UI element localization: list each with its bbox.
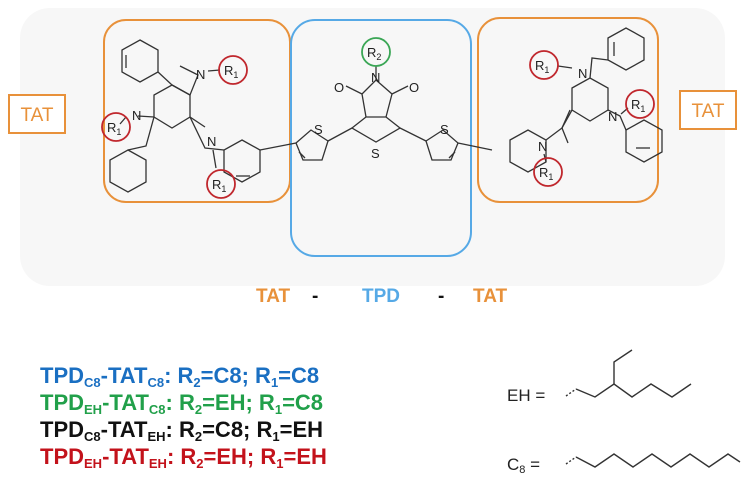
tat-left-label: TAT: [20, 105, 53, 126]
unit-caption: TAT - TPD - TAT: [0, 286, 745, 316]
r1-marker: R1: [206, 169, 236, 199]
caption-tat: TAT: [473, 286, 508, 307]
atom-n: N: [371, 70, 380, 85]
r1-marker: R1: [101, 112, 131, 142]
svg-text:R2: R2: [367, 45, 381, 62]
svg-text:R1: R1: [535, 58, 549, 75]
atom-o: O: [409, 80, 419, 95]
svg-text:R1: R1: [539, 165, 553, 182]
c8-chain: [565, 453, 741, 468]
atom-n: N: [207, 134, 216, 149]
atom-o: O: [334, 80, 344, 95]
tat-right-box: [679, 90, 737, 130]
r1-marker: R1: [218, 55, 248, 85]
caption-separator: -: [312, 286, 319, 307]
c8-label: C8 =: [507, 455, 541, 476]
atom-s: S: [371, 146, 380, 161]
atom-s: S: [440, 122, 449, 137]
eh-label: EH =: [507, 386, 546, 405]
svg-text:R1: R1: [631, 97, 645, 114]
compound-row: TPDEH-TATC8: R2=EH; R1=C8: [40, 390, 324, 417]
compound-list: TPDC8-TATC8: R2=C8; R1=C8 TPDEH-TATC8: R…: [40, 362, 327, 470]
molecule-diagram: TAT TAT N N N R1 R1: [8, 17, 737, 257]
thiophene-tpd-skeleton: [295, 66, 493, 161]
atom-n: N: [608, 109, 617, 124]
tpd-unit-box: [290, 19, 472, 257]
r1-marker: R1: [529, 50, 559, 80]
compound-row: TPDC8-TATC8: R2=C8; R1=C8: [40, 363, 320, 390]
r1-marker: R1: [533, 157, 563, 187]
caption-separator: -: [438, 286, 445, 307]
tat-left-box: [8, 94, 66, 134]
svg-text:R1: R1: [212, 177, 226, 194]
atom-n: N: [132, 108, 141, 123]
compound-row: TPDEH-TATEH: R2=EH; R1=EH: [40, 444, 327, 471]
compound-row: TPDC8-TATEH: R2=C8; R1=EH: [40, 417, 324, 444]
atom-s: S: [314, 122, 323, 137]
caption-tat: TAT: [256, 286, 291, 307]
svg-text:R1: R1: [224, 63, 238, 80]
atom-n: N: [196, 67, 205, 82]
r2-marker: R2: [361, 37, 391, 67]
eh-chain: [565, 349, 692, 398]
atom-n: N: [538, 139, 547, 154]
atom-n: N: [578, 66, 587, 81]
tat-unit-box-right: [477, 17, 659, 203]
left-tat-skeleton: [109, 39, 297, 193]
tat-right-label: TAT: [691, 101, 724, 122]
svg-text:R1: R1: [107, 120, 121, 137]
r1-marker: R1: [625, 89, 655, 119]
caption-tpd: TPD: [362, 286, 400, 307]
